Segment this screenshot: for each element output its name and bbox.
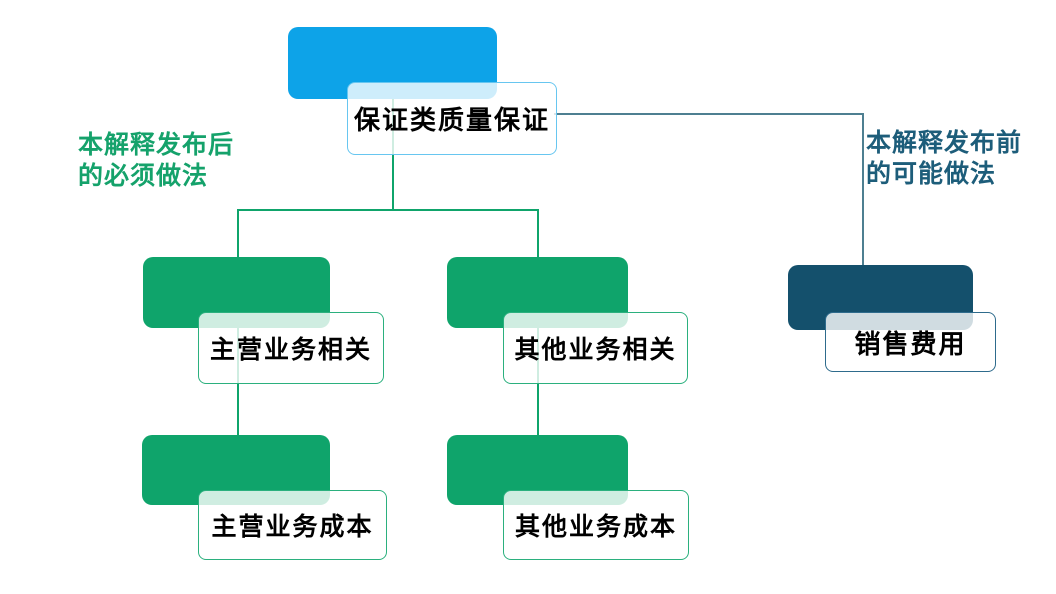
main-related-node-label: 主营业务相关	[198, 312, 384, 384]
connector-right-branch-drop	[537, 209, 539, 259]
connector-sales-horizontal	[554, 113, 862, 115]
main-cost-node-label: 主营业务成本	[198, 490, 387, 560]
selling-expense-node-label: 销售费用	[825, 312, 996, 372]
connector-left-branch-drop	[237, 209, 239, 259]
note-before-release-line2: 的可能做法	[866, 160, 997, 188]
connector-sales-vertical	[862, 113, 864, 266]
root-node-label: 保证类质量保证	[347, 82, 557, 155]
note-before-release-line1: 本解释发布前	[866, 129, 1023, 157]
connector-branch-horizontal	[237, 209, 538, 211]
other-cost-node-label: 其他业务成本	[503, 490, 689, 560]
note-after-release-line1: 本解释发布后	[78, 131, 235, 159]
note-after-release: 本解释发布后 的必须做法	[78, 130, 234, 192]
note-after-release-line2: 的必须做法	[78, 162, 209, 190]
other-related-node-label: 其他业务相关	[503, 312, 688, 384]
note-before-release: 本解释发布前 的可能做法	[866, 128, 1022, 190]
